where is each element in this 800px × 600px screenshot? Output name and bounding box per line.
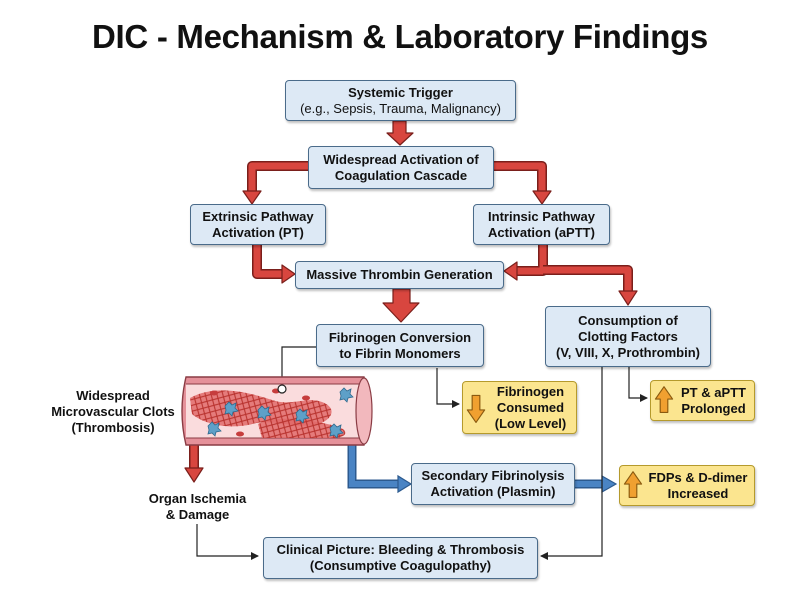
node-factor-consumption-line3: (V, VIII, X, Prothrombin) — [556, 344, 700, 360]
finding-pt-line2: Prolonged — [681, 400, 746, 416]
node-extrinsic-pathway-line2: Activation (PT) — [212, 224, 304, 240]
node-thrombin-generation-label: Massive Thrombin Generation — [306, 267, 493, 282]
node-intrinsic-pathway-line1: Intrinsic Pathway — [488, 208, 595, 224]
blue-arrows — [347, 444, 618, 494]
label-organ-ischemia-line1: Organ Ischemia — [148, 491, 247, 506]
node-systemic-trigger-title: Systemic Trigger — [348, 84, 453, 100]
label-organ-ischemia-line2: & Damage — [165, 507, 230, 522]
node-clinical-picture-line2: (Consumptive Coagulopathy) — [309, 558, 492, 573]
node-secondary-fibrinolysis-line2: Activation (Plasmin) — [430, 484, 556, 499]
node-thrombin-generation: Massive Thrombin Generation — [295, 261, 504, 289]
arrow-intrinsic-to-thrombin — [503, 245, 548, 281]
node-coagulation-activation-line1: Widespread Activation of — [323, 151, 479, 167]
node-intrinsic-pathway-line2: Activation (aPTT) — [488, 224, 595, 240]
node-secondary-fibrinolysis-line1: Secondary Fibrinolysis — [421, 468, 565, 483]
node-factor-consumption: Consumption of Clotting Factors (V, VIII… — [545, 306, 711, 367]
finding-fdp-line2: Increased — [667, 485, 729, 501]
node-coagulation-activation: Widespread Activation of Coagulation Cas… — [308, 146, 494, 189]
arrow-intrinsic-to-consumption — [543, 265, 638, 306]
label-microvascular-clots-line2: Microvascular Clots — [51, 404, 175, 419]
node-intrinsic-pathway: Intrinsic Pathway Activation (aPTT) — [473, 204, 610, 245]
arrow-activation-to-intrinsic — [494, 161, 552, 205]
label-organ-ischemia: Organ Ischemia & Damage — [130, 491, 265, 523]
finding-pt-line1: PT & aPTT — [680, 384, 746, 400]
node-fibrinogen-conversion-line1: Fibrinogen Conversion — [328, 329, 472, 345]
node-secondary-fibrinolysis: Secondary Fibrinolysis Activation (Plasm… — [411, 463, 575, 505]
up-arrow-icon — [623, 471, 643, 498]
arrow-conversion-to-fibrinogen-finding — [436, 368, 460, 408]
finding-fibrinogen-line2: Consumed — [496, 399, 565, 415]
label-microvascular-clots-line3: (Thrombosis) — [71, 420, 155, 435]
arrow-activation-to-extrinsic — [242, 161, 308, 205]
line-conversion-to-clot — [281, 346, 316, 386]
finding-pt-aptt-prolonged: PT & aPTT Prolonged — [650, 380, 755, 421]
blood-vessel-illustration — [181, 376, 373, 446]
arrow-extrinsic-to-thrombin — [252, 245, 296, 284]
node-extrinsic-pathway-line1: Extrinsic Pathway — [202, 208, 314, 224]
node-factor-consumption-line1: Consumption of — [578, 312, 678, 328]
arrow-clots-to-ischemia — [184, 444, 204, 483]
up-arrow-icon — [654, 386, 674, 413]
finding-fibrinogen-consumed: Fibrinogen Consumed (Low Level) — [462, 381, 577, 434]
node-fibrinogen-conversion-line2: to Fibrin Monomers — [339, 345, 461, 361]
down-arrow-icon — [466, 394, 486, 423]
label-microvascular-clots-line1: Widespread — [76, 388, 150, 403]
node-coagulation-activation-line2: Coagulation Cascade — [334, 167, 468, 183]
node-fibrinogen-conversion: Fibrinogen Conversion to Fibrin Monomers — [316, 324, 484, 367]
node-systemic-trigger: Systemic Trigger (e.g., Sepsis, Trauma, … — [285, 80, 516, 121]
finding-fibrinogen-line3: (Low Level) — [494, 415, 567, 431]
node-systemic-trigger-sub: (e.g., Sepsis, Trauma, Malignancy) — [300, 100, 501, 116]
red-arrows — [184, 120, 638, 483]
arrow-thrombin-to-fibrinogen — [382, 288, 420, 323]
page-title: DIC - Mechanism & Laboratory Findings — [92, 18, 708, 55]
node-factor-consumption-line2: Clotting Factors — [578, 328, 678, 344]
node-clinical-picture: Clinical Picture: Bleeding & Thrombosis … — [263, 537, 538, 579]
label-microvascular-clots: Widespread Microvascular Clots (Thrombos… — [44, 388, 182, 436]
arrow-consumption-to-clinical — [540, 367, 603, 560]
node-extrinsic-pathway: Extrinsic Pathway Activation (PT) — [190, 204, 326, 245]
platelets — [207, 387, 354, 439]
arrow-clots-to-fibrinolysis — [347, 444, 413, 494]
arrow-trigger-to-activation — [386, 120, 414, 146]
finding-fibrinogen-line1: Fibrinogen — [496, 383, 565, 399]
thin-arrows — [196, 346, 648, 560]
arrow-fibrinolysis-to-fdp — [575, 474, 618, 494]
finding-fdp-line1: FDPs & D-dimer — [648, 469, 748, 485]
finding-fdp-ddimer-increased: FDPs & D-dimer Increased — [619, 465, 755, 506]
arrow-ischemia-to-clinical — [196, 524, 259, 560]
node-clinical-picture-line1: Clinical Picture: Bleeding & Thrombosis — [276, 542, 525, 557]
arrow-consumption-to-pt-finding — [628, 367, 648, 402]
